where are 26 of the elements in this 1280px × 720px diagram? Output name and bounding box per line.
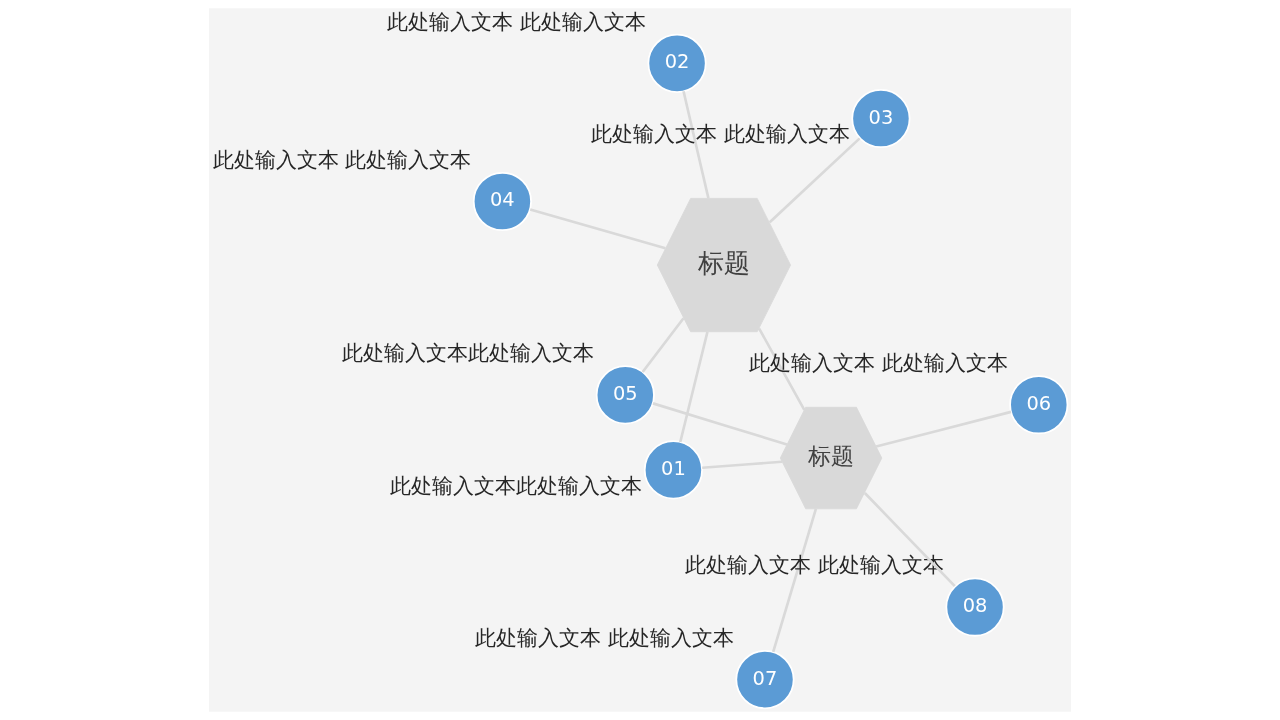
connector <box>863 492 956 588</box>
node-circle: 07 <box>735 650 795 710</box>
connector <box>641 317 685 373</box>
connector <box>768 137 861 224</box>
node-circle: 05 <box>595 365 655 425</box>
connector <box>757 327 806 411</box>
node-circle: 02 <box>647 33 707 93</box>
connector <box>875 410 1012 448</box>
node-circle: 06 <box>1009 375 1069 435</box>
node-label: 此处输入文本 此处输入文本 <box>387 8 646 34</box>
connector <box>702 460 783 470</box>
node-label: 此处输入文本 此处输入文本 <box>748 350 1008 376</box>
node-label: 此处输入文本 此处输入文本 <box>591 121 850 147</box>
node-label: 此处输入文本 此处输入文本 <box>475 624 734 650</box>
node-label: 此处输入文本 此处输入文本 <box>212 146 472 172</box>
node-label: 此处输入文本此处输入文本 <box>341 340 594 366</box>
connector <box>771 508 818 653</box>
connector <box>682 91 710 199</box>
connector <box>529 208 666 250</box>
connector <box>652 402 788 446</box>
node-circle: 04 <box>472 171 532 232</box>
node-circle: 01 <box>643 440 703 500</box>
node-label: 此处输入文本此处输入文本 <box>389 472 642 498</box>
node-circle: 03 <box>851 89 911 149</box>
connector <box>679 331 709 443</box>
node-circle: 08 <box>945 577 1005 637</box>
